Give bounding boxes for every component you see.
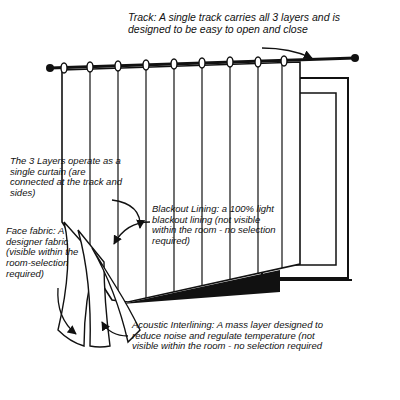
pleat-line bbox=[145, 67, 146, 298]
ring bbox=[115, 61, 121, 71]
ring bbox=[255, 57, 261, 67]
pleat-line bbox=[201, 65, 202, 286]
annotation-label: Acoustic Interlining: A mass layer desig… bbox=[132, 320, 332, 352]
curtain-track bbox=[50, 58, 355, 68]
ring bbox=[281, 56, 287, 66]
leader-arrow bbox=[114, 222, 150, 244]
ring bbox=[199, 58, 205, 68]
annotation-label: Face fabric: A designer fabric (visible … bbox=[6, 226, 98, 279]
ring bbox=[143, 60, 149, 70]
annotation-label: The 3 Layers operate as a single curtain… bbox=[10, 156, 122, 199]
track-rings bbox=[61, 56, 287, 73]
annotation-label: Blackout Lining: a 100% light blackout l… bbox=[152, 204, 277, 247]
leader-lines bbox=[58, 48, 312, 336]
leader-arrow bbox=[262, 48, 312, 58]
ring bbox=[87, 62, 93, 72]
leader-arrow bbox=[102, 322, 128, 336]
pleat-line bbox=[229, 64, 230, 280]
pleat-line bbox=[281, 63, 282, 268]
track-end bbox=[351, 54, 359, 62]
leader-arrow bbox=[58, 288, 76, 334]
pleat-line bbox=[257, 63, 258, 274]
track-end bbox=[46, 64, 54, 72]
pleat-line bbox=[173, 66, 174, 292]
ring bbox=[227, 57, 233, 67]
annotation-label: Track: A single track carries all 3 laye… bbox=[128, 12, 343, 36]
interlining-layer bbox=[78, 230, 110, 347]
ring bbox=[171, 59, 177, 69]
ring bbox=[61, 63, 67, 73]
